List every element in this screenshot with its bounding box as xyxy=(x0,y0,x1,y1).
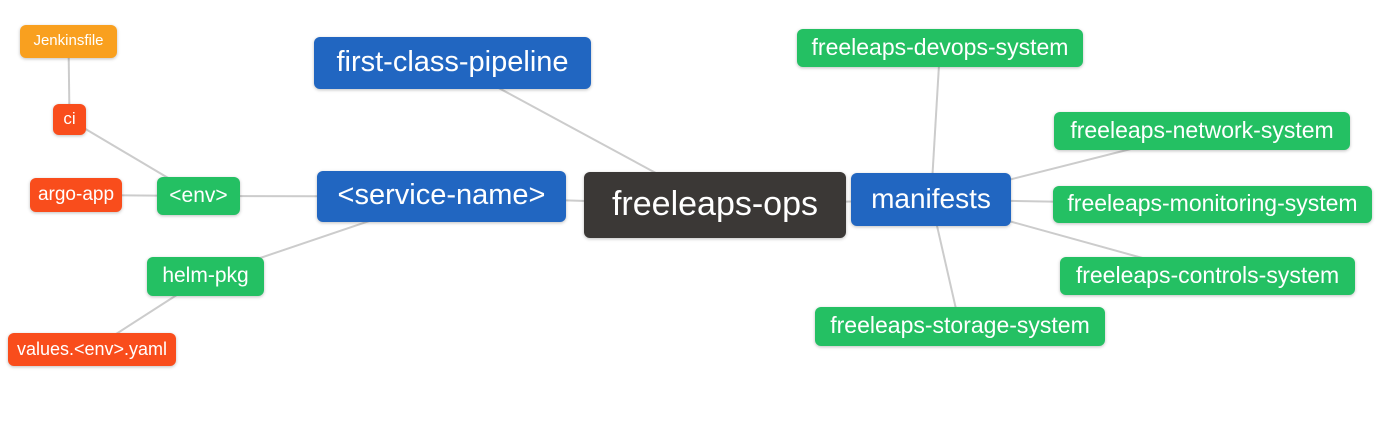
node-jenkinsfile[interactable]: Jenkinsfile xyxy=(20,25,117,58)
node-manifests[interactable]: manifests xyxy=(851,173,1011,226)
node-service-name[interactable]: <service-name> xyxy=(317,171,566,222)
node-freeleaps-ops[interactable]: freeleaps-ops xyxy=(584,172,846,238)
node-ci[interactable]: ci xyxy=(53,104,86,135)
node-values-env-yaml[interactable]: values.<env>.yaml xyxy=(8,333,176,366)
node-freeleaps-storage-system[interactable]: freeleaps-storage-system xyxy=(815,307,1105,346)
node-env[interactable]: <env> xyxy=(157,177,240,215)
node-argo-app[interactable]: argo-app xyxy=(30,178,122,212)
node-freeleaps-monitoring-system[interactable]: freeleaps-monitoring-system xyxy=(1053,186,1372,223)
node-freeleaps-controls-system[interactable]: freeleaps-controls-system xyxy=(1060,257,1355,295)
node-helm-pkg[interactable]: helm-pkg xyxy=(147,257,264,296)
node-freeleaps-network-system[interactable]: freeleaps-network-system xyxy=(1054,112,1350,150)
node-first-class-pipeline[interactable]: first-class-pipeline xyxy=(314,37,591,89)
node-freeleaps-devops-system[interactable]: freeleaps-devops-system xyxy=(797,29,1083,67)
